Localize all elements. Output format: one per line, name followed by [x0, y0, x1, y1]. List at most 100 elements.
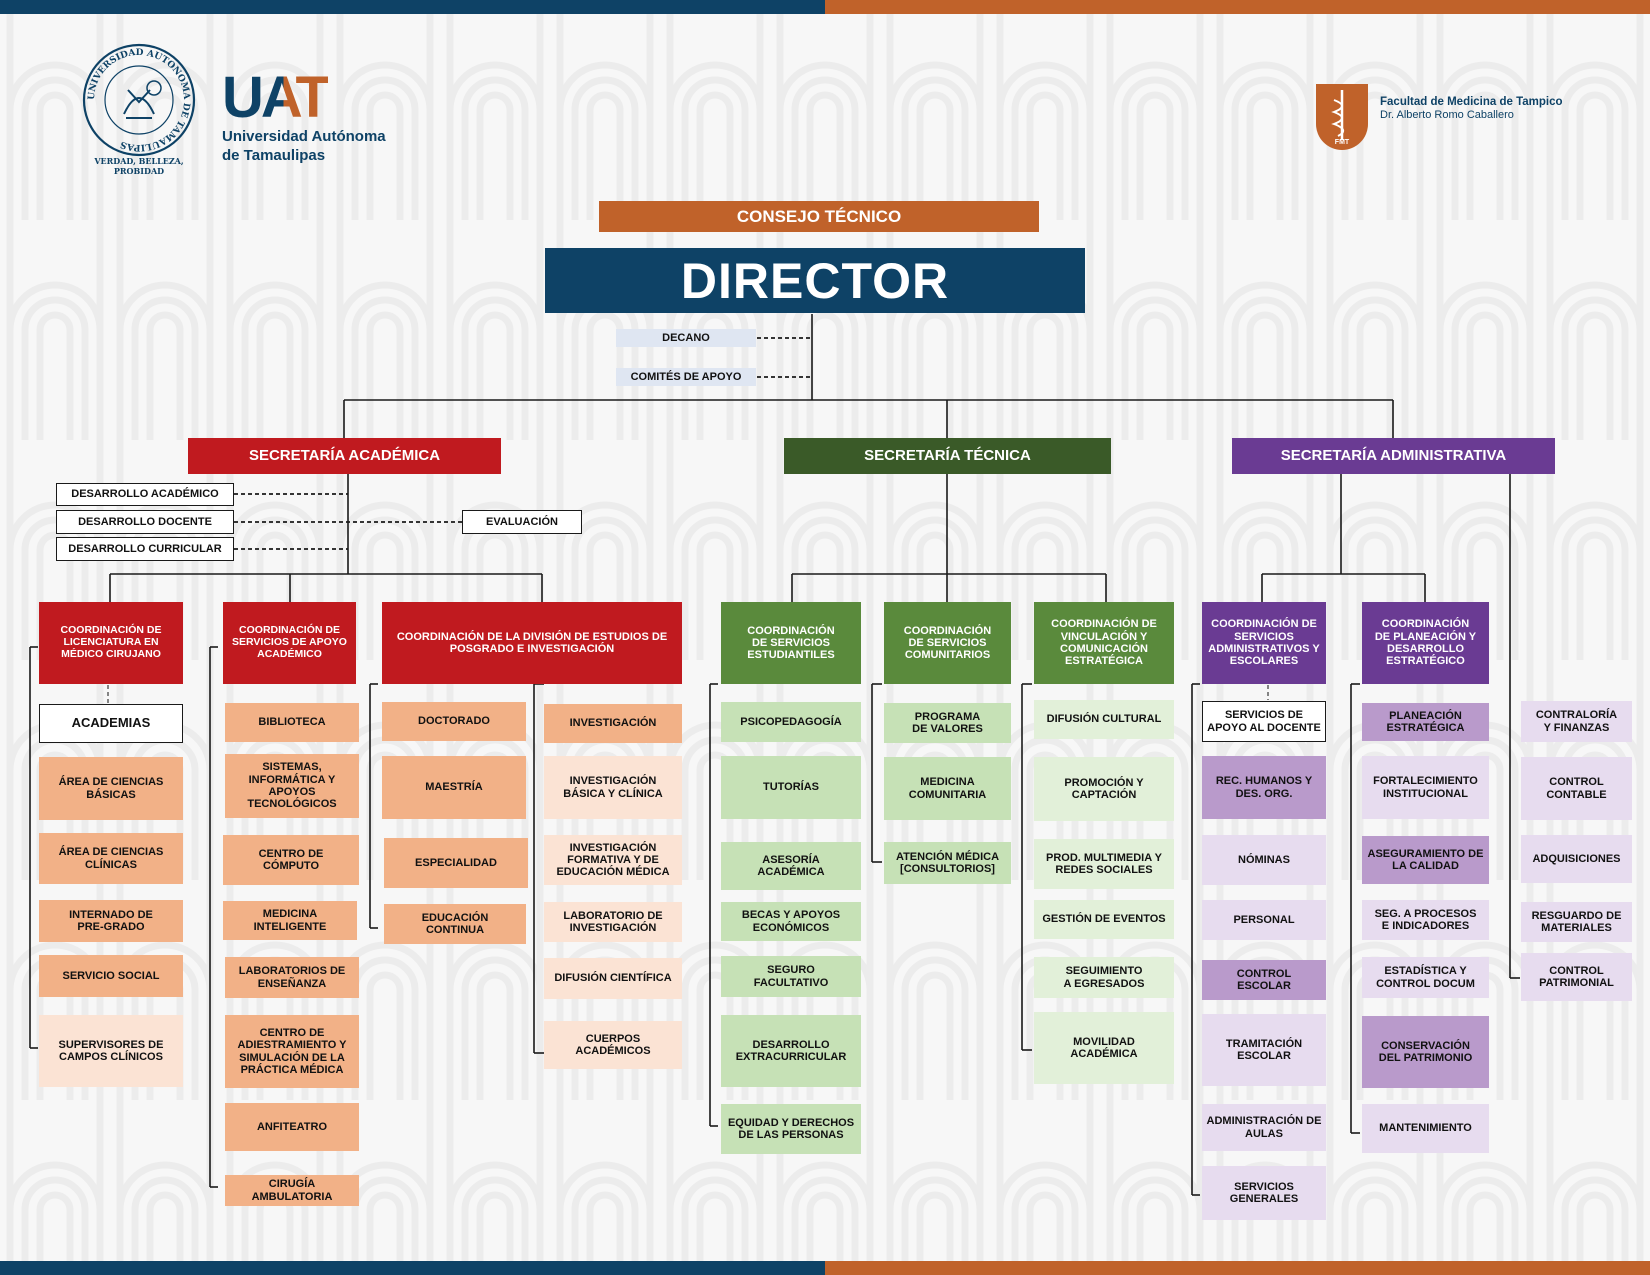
- academias-box: ACADEMIAS: [39, 704, 183, 743]
- secretaria-academica-box: SECRETARÍA ACADÉMICA: [188, 438, 501, 474]
- uat-name-line1: Universidad Autónoma: [222, 128, 386, 145]
- university-seal-icon: UNIVERSIDAD AUTONOMA DE TAMAULIPAS: [82, 43, 196, 157]
- comunitarios-item: PROGRAMA DE VALORES: [884, 703, 1011, 743]
- caduceus-shield-icon: FMT: [1316, 84, 1368, 150]
- vinculacion-item: GESTIÓN DE EVENTOS: [1034, 900, 1174, 939]
- planeacion-item: CONSERVACIÓN DEL PATRIMONIO: [1362, 1016, 1489, 1088]
- servicios-apoyo-item: CENTRO DE CÓMPUTO: [223, 835, 359, 885]
- comites-box: COMITÉS DE APOYO: [616, 368, 756, 386]
- licenciatura-item: SUPERVISORES DE CAMPOS CLÍNICOS: [39, 1015, 183, 1087]
- director-box: DIRECTOR: [545, 248, 1085, 313]
- servicios-apoyo-item: SISTEMAS, INFORMÁTICA Y APOYOS TECNOLÓGI…: [225, 754, 359, 818]
- servicios-apoyo-item: CENTRO DE ADIESTRAMIENTO Y SIMULACIÓN DE…: [225, 1015, 359, 1088]
- coord-vinculacion-box: COORDINACIÓN DE VINCULACIÓN Y COMUNICACI…: [1034, 602, 1174, 684]
- coord-planeacion-box: COORDINACIÓN DE PLANEACIÓN Y DESARROLLO …: [1362, 602, 1489, 684]
- posgrado-item: ESPECIALIDAD: [384, 838, 528, 888]
- contraloria-item: RESGUARDO DE MATERIALES: [1521, 902, 1632, 942]
- licenciatura-item: SERVICIO SOCIAL: [39, 955, 183, 997]
- estudiantiles-item: DESARROLLO EXTRACURRICULAR: [721, 1015, 861, 1087]
- administrativos-item: CONTROL ESCOLAR: [1202, 960, 1326, 1000]
- licenciatura-item: ÁREA DE CIENCIAS CLÍNICAS: [39, 833, 183, 884]
- desarrollo-curricular-box: DESARROLLO CURRICULAR: [56, 537, 234, 561]
- contraloria-item: CONTROL CONTABLE: [1521, 757, 1632, 820]
- apoyo-docente-box: SERVICIOS DE APOYO AL DOCENTE: [1202, 701, 1326, 742]
- top-stripe-navy: [0, 0, 825, 14]
- posgrado-item: MAESTRÍA: [382, 756, 526, 819]
- coord-comunitarios-box: COORDINACIÓN DE SERVICIOS COMUNITARIOS: [884, 602, 1011, 684]
- posgrado-item: INVESTIGACIÓN: [544, 704, 682, 743]
- vinculacion-item: PROMOCIÓN Y CAPTACIÓN: [1034, 757, 1174, 821]
- servicios-apoyo-item: MEDICINA INTELIGENTE: [223, 901, 357, 940]
- planeacion-item: PLANEACIÓN ESTRATÉGICA: [1362, 703, 1489, 741]
- vinculacion-item: MOVILIDAD ACADÉMICA: [1034, 1012, 1174, 1084]
- posgrado-item: LABORATORIO DE INVESTIGACIÓN: [544, 902, 682, 942]
- planeacion-item: ESTADÍSTICA Y CONTROL DOCUM: [1362, 957, 1489, 998]
- estudiantiles-item: ASESORÍA ACADÉMICA: [721, 842, 861, 890]
- contraloria-item: ADQUISICIONES: [1521, 835, 1632, 883]
- estudiantiles-item: BECAS Y APOYOS ECONÓMICOS: [721, 902, 861, 941]
- vinculacion-item: PROD. MULTIMEDIA Y REDES SOCIALES: [1034, 839, 1174, 889]
- administrativos-item: ADMINISTRACIÓN DE AULAS: [1202, 1104, 1326, 1151]
- posgrado-item: INVESTIGACIÓN FORMATIVA Y DE EDUCACIÓN M…: [544, 835, 682, 885]
- university-seal-logo: UNIVERSIDAD AUTONOMA DE TAMAULIPAS VERDA…: [68, 42, 210, 176]
- posgrado-item: INVESTIGACIÓN BÁSICA Y CLÍNICA: [544, 756, 682, 819]
- posgrado-item: DOCTORADO: [382, 702, 526, 741]
- seal-motto: VERDAD, BELLEZA, PROBIDAD: [94, 156, 184, 176]
- posgrado-item: EDUCACIÓN CONTINUA: [384, 904, 526, 944]
- estudiantiles-item: EQUIDAD Y DERECHOS DE LAS PERSONAS: [721, 1104, 861, 1154]
- servicios-apoyo-item: BIBLIOTECA: [225, 703, 359, 742]
- servicios-apoyo-item: LABORATORIOS DE ENSEÑANZA: [225, 957, 359, 998]
- posgrado-item: DIFUSIÓN CIENTÍFICA: [544, 958, 682, 999]
- administrativos-item: TRAMITACIÓN ESCOLAR: [1202, 1014, 1326, 1086]
- bottom-stripe-navy: [0, 1261, 825, 1275]
- estudiantiles-item: TUTORÍAS: [721, 756, 861, 819]
- servicios-apoyo-item: ANFITEATRO: [225, 1103, 359, 1151]
- desarrollo-docente-box: DESARROLLO DOCENTE: [56, 510, 234, 534]
- top-stripe-orange: [825, 0, 1650, 14]
- fmt-name-line1: Facultad de Medicina de Tampico: [1380, 96, 1563, 108]
- planeacion-item: FORTALECIMIENTO INSTITUCIONAL: [1362, 756, 1489, 819]
- bottom-stripe-orange: [825, 1261, 1650, 1275]
- licenciatura-item: ÁREA DE CIENCIAS BÁSICAS: [39, 757, 183, 820]
- decano-box: DECANO: [616, 329, 756, 347]
- fmt-name: Facultad de Medicina de Tampico Dr. Albe…: [1380, 96, 1563, 121]
- vinculacion-item: SEGUIMIENTO A EGRESADOS: [1034, 957, 1174, 998]
- estudiantiles-item: PSICOPEDAGOGÍA: [721, 702, 861, 742]
- fmt-logo: FMT: [1312, 80, 1372, 154]
- coord-posgrado-box: COORDINACIÓN DE LA DIVISIÓN DE ESTUDIOS …: [382, 602, 682, 684]
- vinculacion-item: DIFUSIÓN CULTURAL: [1034, 700, 1174, 739]
- servicios-apoyo-item: CIRUGÍA AMBULATORIA: [225, 1175, 359, 1206]
- secretaria-tecnica-box: SECRETARÍA TÉCNICA: [784, 438, 1111, 474]
- contraloria-item: CONTROL PATRIMONIAL: [1521, 953, 1632, 1001]
- uat-name-line2: de Tamaulipas: [222, 147, 326, 164]
- administrativos-item: NÓMINAS: [1202, 835, 1326, 885]
- coord-servicios-apoyo-box: COORDINACIÓN DE SERVICIOS DE APOYO ACADÉ…: [223, 602, 356, 684]
- uat-wordmark: UAT: [222, 69, 422, 127]
- fmt-badge-text: FMT: [1335, 139, 1350, 146]
- comunitarios-item: MEDICINA COMUNITARIA: [884, 757, 1011, 820]
- uat-wordmark-text: UAT: [222, 65, 331, 130]
- evaluacion-box: EVALUACIÓN: [462, 510, 582, 534]
- administrativos-item: PERSONAL: [1202, 900, 1326, 940]
- fmt-name-line2: Dr. Alberto Romo Caballero: [1380, 109, 1514, 121]
- estudiantiles-item: SEGURO FACULTATIVO: [721, 956, 861, 997]
- planeacion-item: ASEGURAMIENTO DE LA CALIDAD: [1362, 836, 1489, 884]
- consejo-tecnico-box: CONSEJO TÉCNICO: [599, 201, 1039, 232]
- contraloria-item: CONTRALORÍA Y FINANZAS: [1521, 701, 1632, 742]
- seal-ring-text: UNIVERSIDAD AUTONOMA DE TAMAULIPAS: [87, 48, 191, 152]
- coord-estudiantiles-box: COORDINACIÓN DE SERVICIOS ESTUDIANTILES: [721, 602, 861, 684]
- planeacion-item: SEG. A PROCESOS E INDICADORES: [1362, 900, 1489, 940]
- comunitarios-item: ATENCIÓN MÉDICA [CONSULTORIOS]: [884, 842, 1011, 884]
- coord-administrativos-box: COORDINACIÓN DE SERVICIOS ADMINISTRATIVO…: [1202, 602, 1326, 684]
- uat-logo: UAT Universidad Autónoma de Tamaulipas: [222, 69, 422, 165]
- secretaria-administrativa-box: SECRETARÍA ADMINISTRATIVA: [1232, 438, 1555, 474]
- administrativos-item: REC. HUMANOS Y DES. ORG.: [1202, 756, 1326, 819]
- administrativos-item: SERVICIOS GENERALES: [1202, 1166, 1326, 1220]
- desarrollo-academico-box: DESARROLLO ACADÉMICO: [56, 483, 234, 506]
- planeacion-item: MANTENIMIENTO: [1362, 1104, 1489, 1153]
- coord-licenciatura-box: COORDINACIÓN DE LICENCIATURA EN MÉDICO C…: [39, 602, 183, 684]
- posgrado-item: CUERPOS ACADÉMICOS: [544, 1021, 682, 1069]
- licenciatura-item: INTERNADO DE PRE-GRADO: [39, 900, 183, 942]
- svg-text:UNIVERSIDAD AUTONOMA DE TAMAUL: UNIVERSIDAD AUTONOMA DE TAMAULIPAS: [87, 48, 191, 152]
